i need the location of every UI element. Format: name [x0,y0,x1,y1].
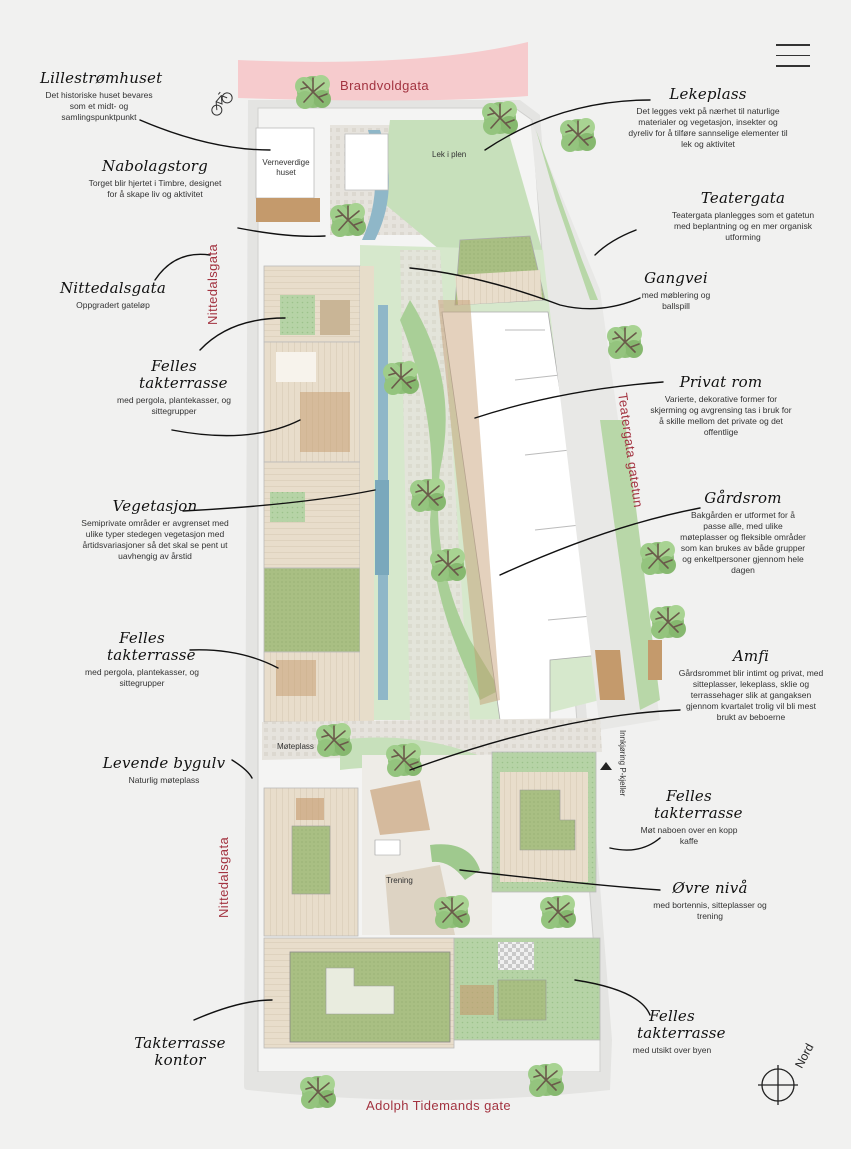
annotation-privat-rom: Privat rom Varierte, dekorative former f… [648,374,794,438]
street-brandvoldgata: Brandvoldgata [340,78,430,93]
annotation-desc: Det historiske huset bevares som et midt… [45,90,153,122]
street-nittedalsgata-bottom: Nittedalsgata [216,836,231,918]
annotation-felles-takterrasse-4: Felles takterrasse med utsikt over byen [620,1007,726,1056]
annotation-teatergata: Teatergata Teatergata planlegges som et … [666,190,820,243]
tree-icon [294,74,332,110]
tree-icon [429,547,467,583]
bicycle-icon [211,91,233,116]
tree-icon [433,894,471,930]
annotation-title: Levende bygulv [102,754,226,772]
annotation-title: Nittedalsgata [59,279,166,297]
annotation-title: Takterrasse kontor [134,1034,226,1069]
annotation-desc: Bakgården er utformet for å passe alle, … [680,510,806,575]
annotation-title: Nabolagstorg [102,157,208,175]
annotation-desc: Teatergata planlegges som et gatetun med… [671,210,815,242]
annotation-title: Øvre nivå [672,879,748,897]
annotation-title: Lekeplass [669,85,747,103]
tree-icon [299,1074,337,1110]
annotation-title: Gangvei [644,269,708,287]
annotation-nittedalsgata: Nittedalsgata Oppgradert gateløp [58,280,168,311]
annotation-desc: Naturlig møteplass [128,775,200,785]
annotation-desc: Varierte, dekorative former for skjermin… [650,394,792,437]
place-trening: Trening [386,876,413,885]
annotation-title: Vegetasjon [112,497,198,515]
menu-line [776,65,810,67]
annotation-desc: Semiprivate områder er avgrenset med uli… [81,518,229,561]
tree-icon [385,742,423,778]
tree-icon [527,1062,565,1098]
annotation-gardsrom: Gårdsrom Bakgården er utformet for å pas… [680,490,806,576]
annotation-desc: med pergola, plantekasser, og sittegrupp… [117,395,231,416]
annotation-title: Felles takterrasse [139,357,228,392]
street-innkjoring: Innkjøring P-kjeller [618,730,627,797]
annotation-title: Felles takterrasse [107,629,196,664]
tree-icon [409,477,447,513]
annotation-desc: med pergola, plantekasser, og sittegrupp… [85,667,199,688]
annotation-amfi: Amfi Gårdsrommet blir intimt og privat, … [678,648,824,723]
annotation-takterrasse-kontor: Takterrasse kontor [112,1035,248,1069]
street-nittedalsgata-top: Nittedalsgata [205,243,220,325]
menu-line [776,54,810,56]
annotation-lillestromhuset: Lillestrømhuset Det historiske huset bev… [40,69,163,123]
annotation-desc: Møt naboen over en kopp kaffe [640,825,738,846]
menu-line [776,44,810,46]
annotation-felles-takterrasse-2: Felles takterrasse med pergola, planteka… [80,630,204,689]
annotation-desc: Det legges vekt på nærhet til naturlige … [628,106,788,149]
tree-icon [559,117,597,153]
place-lek-i-plen: Lek i plen [432,150,467,159]
annotation-desc: med bortennis, sitteplasser og trening [653,900,767,921]
annotation-desc: med møblering og ballspill [641,290,711,311]
annotation-title: Teatergata [700,189,786,207]
compass-icon [758,1065,798,1105]
annotation-title: Felles takterrasse [654,787,743,822]
annotation-desc: Oppgradert gateløp [76,300,150,310]
tree-icon [649,604,687,640]
annotation-felles-takterrasse-1: Felles takterrasse med pergola, planteka… [112,358,236,417]
annotation-title: Felles takterrasse [637,1007,726,1042]
tree-icon [481,100,519,136]
hamburger-menu-icon[interactable] [776,44,810,70]
place-verneverdige-huset: Verneverdige huset [262,158,310,177]
street-adolph-tidemands-gate: Adolph Tidemands gate [366,1098,511,1113]
place-moteplass: Møteplass [277,742,314,751]
annotation-vegetasjon: Vegetasjon Semiprivate områder er avgren… [78,498,232,562]
annotation-levende-bygulv: Levende bygulv Naturlig møteplass [96,755,232,786]
tree-icon [639,540,677,576]
annotation-ovre-niva: Øvre nivå med bortennis, sitteplasser og… [650,880,770,922]
annotation-title: Lillestrømhuset [40,69,163,87]
annotation-title: Gårdsrom [704,489,782,507]
annotation-desc: med utsikt over byen [632,1045,712,1055]
annotation-title: Amfi [732,647,770,665]
tree-icon [315,722,353,758]
tree-icon [329,202,367,238]
tree-icon [382,360,420,396]
tree-icon [539,894,577,930]
annotation-title: Privat rom [679,373,763,391]
annotation-felles-takterrasse-3: Felles takterrasse Møt naboen over en ko… [636,787,743,847]
annotation-desc: Gårdsrommet blir intimt og privat, med s… [678,668,824,722]
annotation-nabolagstorg: Nabolagstorg Torget blir hjertet i Timbr… [88,158,222,200]
annotation-gangvei: Gangvei med møblering og ballspill [636,270,716,312]
annotation-lekeplass: Lekeplass Det legges vekt på nærhet til … [626,86,790,150]
annotation-desc: Torget blir hjertet i Timbre, designet f… [88,178,222,199]
tree-icon [606,324,644,360]
